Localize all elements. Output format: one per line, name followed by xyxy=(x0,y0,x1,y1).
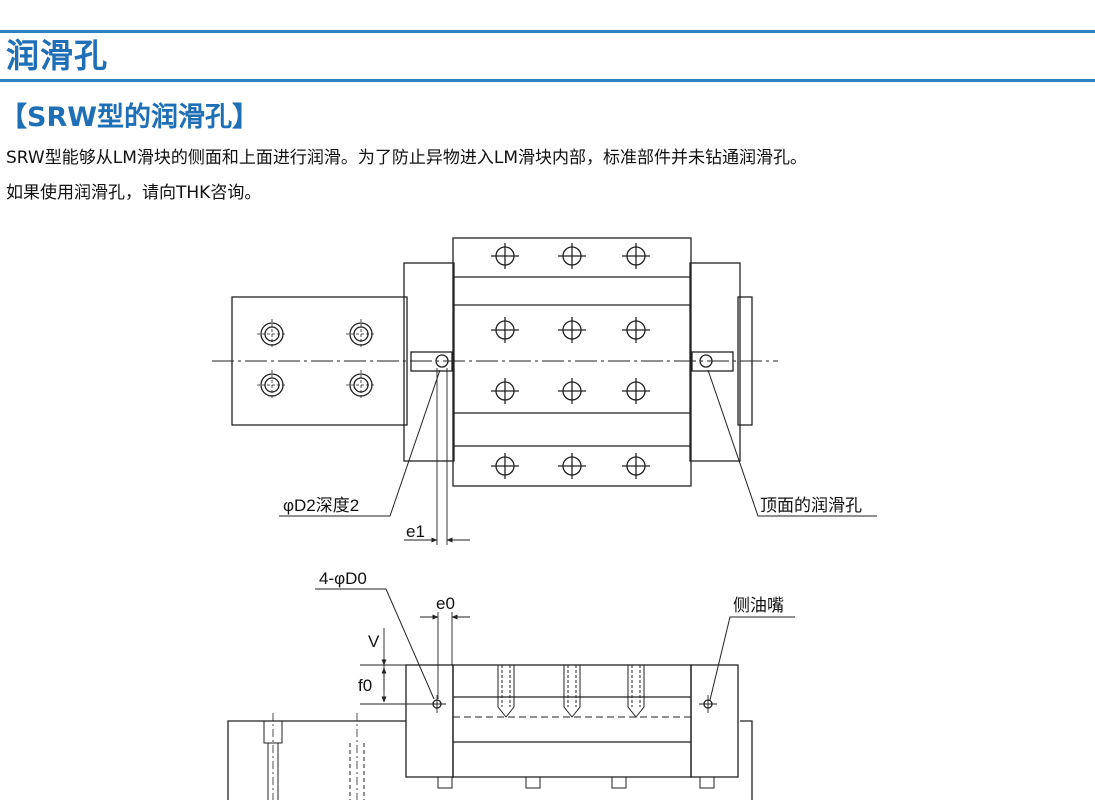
slider-holes xyxy=(491,243,650,479)
base-bolt xyxy=(263,713,365,800)
side-end-cap-left xyxy=(405,664,454,778)
side-lube-hole-right xyxy=(699,695,717,713)
section-subtitle: 【SRW型的润滑孔】 xyxy=(0,102,260,133)
top-view xyxy=(212,237,877,545)
side-body xyxy=(452,664,692,778)
body-paragraph-2: 如果使用润滑孔，请向THK咨询。 xyxy=(6,183,262,203)
top-rule xyxy=(0,30,1095,33)
label-e0: e0 xyxy=(436,594,455,613)
side-view xyxy=(227,588,795,800)
body-paragraph-1: SRW型能够从LM滑块的侧面和上面进行润滑。为了防止异物进入LM滑块内部，标准部… xyxy=(6,148,807,168)
bottom-bolt-stubs xyxy=(437,777,715,789)
page-title: 润滑孔 xyxy=(6,36,108,75)
label-e1: e1 xyxy=(406,522,425,541)
base-plate xyxy=(227,720,406,800)
label-v: V xyxy=(368,632,380,651)
side-tapped-holes xyxy=(497,665,645,718)
title-underline xyxy=(0,79,1095,82)
rail-holes xyxy=(257,319,376,400)
label-d0: 4-φD0 xyxy=(319,569,367,588)
end-cap-left xyxy=(403,262,455,462)
end-cap-right xyxy=(689,262,741,462)
label-f0: f0 xyxy=(358,676,372,695)
slider-body xyxy=(452,237,692,487)
leader-top-hole xyxy=(707,369,877,517)
leader-d0 xyxy=(315,588,435,700)
label-top-lube-hole: 顶面的润滑孔 xyxy=(760,496,862,515)
label-grease-nipple: 侧油嘴 xyxy=(733,596,784,615)
leader-d2 xyxy=(279,369,441,517)
label-d2: φD2深度2 xyxy=(283,496,359,515)
leader-grease-nipple xyxy=(709,616,795,701)
